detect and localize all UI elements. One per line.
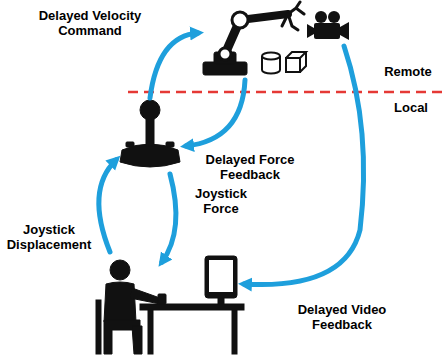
- arrow-label: Joystick Force: [186, 186, 256, 216]
- objects: [262, 52, 306, 74]
- flow-arrows: [99, 33, 364, 285]
- displacement-arrow: [99, 160, 116, 252]
- video-camera: [307, 11, 349, 40]
- force-feedback-arrow: [186, 80, 245, 146]
- region-label: Remote: [378, 64, 438, 79]
- velocity-arrow: [150, 33, 198, 98]
- arrow-label: Delayed Force Feedback: [198, 152, 302, 182]
- operator-at-desk: [96, 256, 244, 354]
- divider-line: [128, 91, 445, 94]
- region-label: Local: [386, 100, 436, 115]
- arrow-label: Delayed Velocity Command: [34, 8, 146, 38]
- joystick-icon: [120, 100, 180, 167]
- arrow-label: Delayed Video Feedback: [290, 302, 394, 332]
- joystick-force-arrow: [162, 174, 176, 262]
- arrow-label: Joystick Displacement: [2, 222, 96, 252]
